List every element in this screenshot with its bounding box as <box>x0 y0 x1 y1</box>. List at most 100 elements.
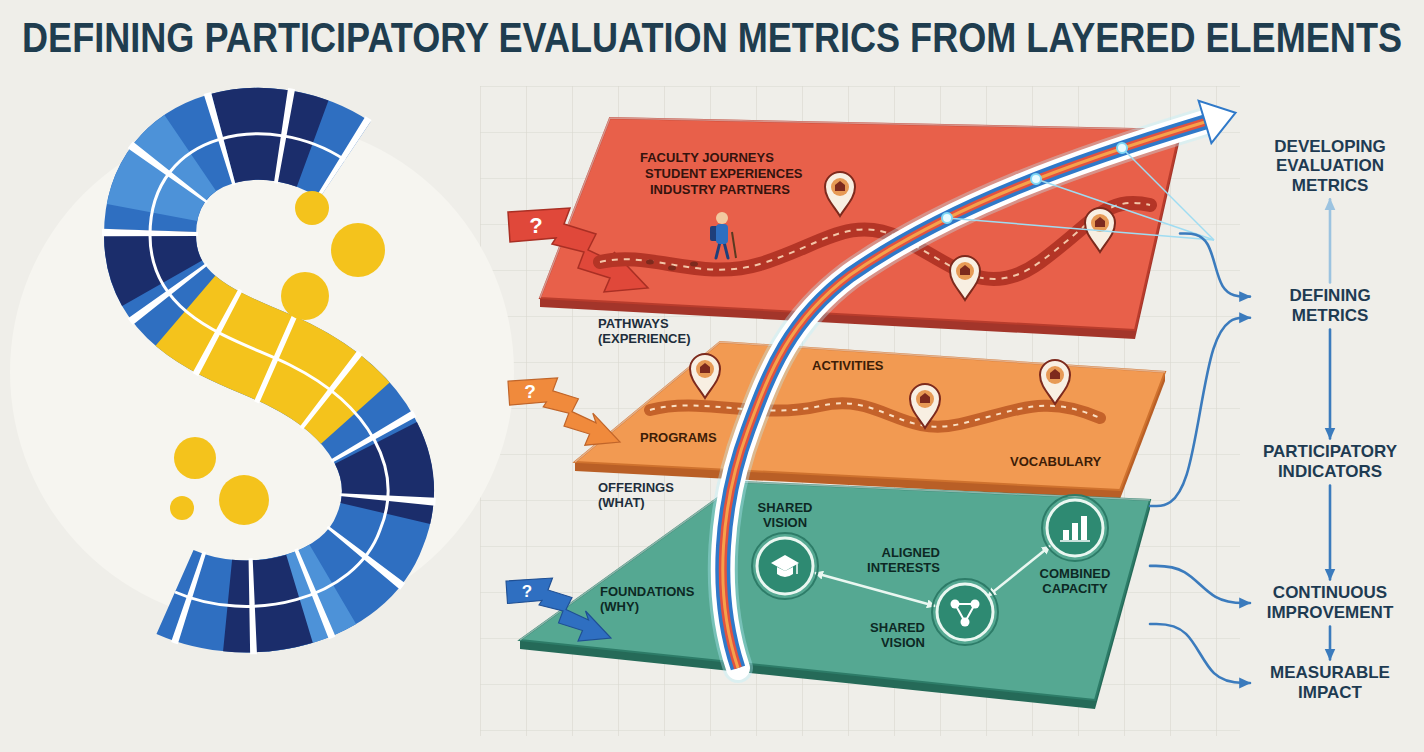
page-title: DEFINING PARTICIPATORY EVALUATION METRIC… <box>22 14 1402 62</box>
light-beam <box>1031 174 1041 184</box>
layer-surface <box>540 118 1180 330</box>
foundation-badge <box>951 600 960 609</box>
logo-mark <box>170 496 194 520</box>
logo-mark <box>281 272 329 320</box>
logo-mark <box>150 134 388 607</box>
text-anchor: FOUNDATIONS (WHY) <box>600 584 700 614</box>
flow-step-label: MEASURABLE IMPACT <box>1250 659 1410 706</box>
flow-connector <box>1150 566 1250 603</box>
foundation-badge <box>777 567 793 577</box>
layer-label: OFFERINGS (WHAT) <box>598 480 698 510</box>
text-anchor: ? <box>514 378 546 406</box>
flow-step: MEASURABLE IMPACT <box>1250 659 1410 706</box>
layer-label: FOUNDATIONS (WHY) <box>600 584 700 614</box>
logo-mark <box>150 134 388 607</box>
flow-step: CONTINUOUS IMPROVEMENT <box>1250 579 1410 626</box>
foundation-badge <box>932 579 998 645</box>
layer-highlight <box>575 342 1165 462</box>
foundation-badge <box>961 618 970 627</box>
pathway-road <box>668 266 676 271</box>
foundation-badge <box>757 538 813 594</box>
foundation-badge <box>1042 495 1108 561</box>
foundation-badge <box>752 533 818 599</box>
grid-backdrop <box>480 86 1240 736</box>
foundation-badge <box>937 584 993 640</box>
text-anchor: ALIGNED INTERESTS <box>860 545 940 575</box>
text-anchor: ACTIVITIES <box>812 358 884 373</box>
layer-item-label: INDUSTRY PARTNERS <box>650 182 790 197</box>
flow-connector <box>1150 624 1250 683</box>
layer-item-label: SHARED VISION <box>845 620 925 650</box>
layer-surface <box>575 342 1165 490</box>
light-beam <box>942 213 952 223</box>
logo-mark <box>150 134 388 607</box>
text-anchor: SHARED VISION <box>845 620 925 650</box>
title-anchor: DEFINING PARTICIPATORY EVALUATION METRIC… <box>22 14 1424 62</box>
foundation-badge <box>1072 523 1078 540</box>
layer-item-label: ACTIVITIES <box>812 358 884 373</box>
logo-mark <box>150 134 388 607</box>
layer-item-label: SHARED VISION <box>745 500 825 530</box>
flow-connector <box>1180 233 1250 296</box>
layer-item-label: STUDENT EXPERIENCES <box>645 166 802 181</box>
text-anchor: COMBINED CAPACITY <box>1035 566 1115 596</box>
layer-item-label: ALIGNED INTERESTS <box>860 545 940 575</box>
layer-highlight <box>520 482 1150 640</box>
flow-step: DEVELOPING EVALUATION METRICS <box>1250 133 1410 200</box>
flow-connector <box>1329 486 1332 580</box>
logo-mark <box>10 120 514 624</box>
logo-mark <box>150 134 388 607</box>
foundation-badge <box>971 600 980 609</box>
hiker-figure <box>716 212 728 224</box>
pathway-road <box>690 262 698 267</box>
question-mark: ? <box>514 378 546 406</box>
text-anchor: SHARED VISION <box>745 500 825 530</box>
flow-connector <box>1150 318 1250 506</box>
text-anchor: FACULTY JOURNEYS <box>640 150 774 165</box>
layer-item-label: PROGRAMS <box>640 430 717 445</box>
foundation-badge <box>1047 500 1103 556</box>
question-mark: ? <box>520 212 552 240</box>
text-anchor: INDUSTRY PARTNERS <box>650 182 790 197</box>
progress-swoosh <box>1199 101 1236 143</box>
flow-connector <box>1329 199 1332 282</box>
flow-step-label: DEFINING METRICS <box>1250 282 1410 329</box>
layer-highlight <box>540 118 1180 298</box>
text-anchor: ? <box>511 578 543 606</box>
flow-connector <box>1329 627 1332 660</box>
foundation-badge <box>796 564 798 574</box>
flow-step: DEFINING METRICS <box>1250 282 1410 329</box>
logo-mark <box>219 475 269 525</box>
text-anchor: PROGRAMS <box>640 430 717 445</box>
layer-item-label: COMBINED CAPACITY <box>1035 566 1115 596</box>
pathway-road <box>646 260 654 265</box>
light-beam <box>1117 143 1127 153</box>
flow-step-label: PARTICIPATORY INDICATORS <box>1250 438 1410 485</box>
layer-label: PATHWAYS (EXPERIENCE) <box>598 316 698 346</box>
logo-mark <box>10 120 514 624</box>
hiker-figure <box>716 224 728 244</box>
flow-step-label: CONTINUOUS IMPROVEMENT <box>1250 579 1410 626</box>
text-anchor: STUDENT EXPERIENCES <box>645 166 802 181</box>
question-arrow <box>508 378 620 445</box>
logo-mark <box>331 223 385 277</box>
question-mark: ? <box>511 578 543 606</box>
foundation-badge <box>1081 516 1087 540</box>
text-anchor: ? <box>520 212 552 240</box>
foundation-badge <box>771 555 799 571</box>
logo-mark <box>295 191 329 225</box>
question-arrow <box>508 378 620 445</box>
logo-mark <box>150 134 388 607</box>
layer-surface <box>520 482 1150 700</box>
text-anchor: VOCABULARY <box>1010 454 1101 469</box>
text-anchor: OFFERINGS (WHAT) <box>598 480 698 510</box>
flow-step: PARTICIPATORY INDICATORS <box>1250 438 1410 485</box>
location-pin <box>910 384 940 428</box>
foundation-badge <box>1063 530 1069 540</box>
layer-item-label: VOCABULARY <box>1010 454 1101 469</box>
offerings-layer: ACTIVITIESPROGRAMSVOCABULARYOFFERINGS (W… <box>575 342 1165 500</box>
flow-step-label: DEVELOPING EVALUATION METRICS <box>1250 133 1410 200</box>
text-anchor: PATHWAYS (EXPERIENCE) <box>598 316 698 346</box>
